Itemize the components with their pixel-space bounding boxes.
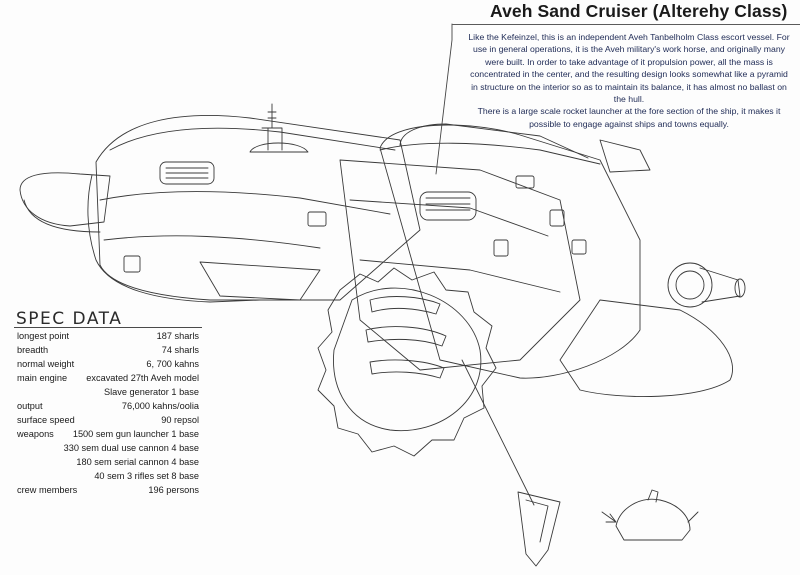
rear-hull-skirt: [87, 174, 261, 303]
callout-line-2: [461, 359, 535, 506]
spec-row: weapons 1500 sem gun launcher 1 base: [17, 427, 203, 441]
spec-value: 330 sem dual use cannon 4 base: [63, 443, 199, 453]
spec-row: 40 sem 3 rifles set 8 base: [17, 469, 203, 483]
spec-label: breadth: [17, 345, 49, 355]
spec-value: Slave generator 1 base: [103, 387, 199, 397]
mid-hull: [339, 159, 581, 371]
description-paragraph: Like the Kefeinzel, this is an independe…: [468, 32, 790, 105]
side-window-1: [307, 211, 327, 227]
cannon-muzzle: [734, 278, 746, 298]
fore-hull: [559, 299, 733, 397]
spec-row: 180 sem serial cannon 4 base: [17, 455, 203, 469]
gear-slot-1: [369, 296, 441, 315]
mast-base: [249, 142, 309, 153]
mast: [261, 103, 283, 151]
spec-label: crew members: [17, 485, 78, 495]
spec-row: main engine excavated 27th Aveh model: [17, 371, 203, 385]
spec-value: 180 sem serial cannon 4 base: [76, 457, 199, 467]
spec-label: longest point: [17, 331, 70, 341]
spec-label: main engine: [17, 373, 68, 383]
spec-label: weapons: [17, 429, 54, 439]
drive-gear-hub: [333, 287, 482, 432]
bridge-window-1: [515, 175, 535, 189]
rear-hull-band: [99, 191, 391, 215]
spec-row: normal weight 6, 700 kahns: [17, 357, 203, 371]
spec-value: 1500 sem gun launcher 1 base: [72, 429, 199, 439]
bridge-tower: [379, 124, 641, 379]
cannon-barrel: [699, 267, 741, 303]
detail-blade-inner: [525, 499, 549, 543]
spec-row: longest point 187 sharls: [17, 329, 203, 343]
gear-slot-3: [369, 359, 445, 379]
spec-label: surface speed: [17, 415, 75, 425]
callout-line: [435, 23, 453, 175]
spec-underline: [14, 327, 202, 328]
detail-turret-arrows: [601, 511, 699, 523]
page-title: Aveh Sand Cruiser (Alterehy Class): [490, 1, 788, 21]
bridge-window-4: [493, 239, 509, 257]
rear-skid-lower: [23, 199, 101, 233]
spec-title: SPEC DATA: [16, 309, 123, 329]
turret-inner: [675, 270, 705, 300]
spec-value: 76,000 kahns/oolia: [121, 401, 199, 411]
description-paragraph: There is a large scale rocket launcher a…: [477, 106, 781, 129]
bridge-deck: [379, 142, 601, 165]
spec-row: 330 sem dual use cannon 4 base: [17, 441, 203, 455]
spec-row: surface speed 90 repsol: [17, 413, 203, 427]
bridge-vent: [419, 191, 477, 221]
spec-label: normal weight: [17, 359, 75, 369]
mid-hull-band: [349, 199, 549, 237]
spec-value: 74 sharls: [161, 345, 199, 355]
description-block: Like the Kefeinzel, this is an independe…: [467, 31, 791, 130]
detail-turret: [615, 498, 691, 541]
rear-hull: [95, 115, 421, 301]
spec-value: 40 sem 3 rifles set 8 base: [94, 471, 199, 481]
spec-value: 187 sharls: [156, 331, 199, 341]
spec-value: 6, 700 kahns: [146, 359, 199, 369]
bridge-upper: [399, 123, 589, 159]
side-window-2: [123, 255, 141, 273]
spec-value: 196 persons: [148, 485, 199, 495]
spec-table: longest point 187 sharls breadth 74 sharls…: [17, 329, 203, 497]
bottom-fin: [199, 261, 321, 301]
bridge-window-2: [549, 209, 565, 227]
spec-row: output 76,000 kahns/oolia: [17, 399, 203, 413]
detail-turret-top: [647, 489, 659, 503]
detail-blade: [517, 491, 561, 567]
bridge-window-3: [571, 239, 587, 255]
rear-hull-deck: [109, 127, 396, 151]
mid-hull-band-2: [359, 259, 561, 293]
gear-slot-2: [365, 326, 447, 347]
spec-row: breadth 74 sharls: [17, 343, 203, 357]
rocket-launcher: [599, 139, 651, 173]
turret-ring: [667, 262, 713, 308]
drive-gear: [317, 267, 497, 457]
spec-row: crew members 196 persons: [17, 483, 203, 497]
bridge-vent-slats: [425, 197, 471, 211]
rear-hull-lower-band: [103, 235, 321, 249]
spec-row: Slave generator 1 base: [17, 385, 203, 399]
spec-value: excavated 27th Aveh model: [86, 373, 199, 383]
rear-vent-1: [159, 161, 215, 185]
spec-value: 90 repsol: [161, 415, 199, 425]
rear-vent-1-slats: [165, 167, 209, 179]
spec-label: output: [17, 401, 43, 411]
title-underline: [452, 24, 800, 25]
